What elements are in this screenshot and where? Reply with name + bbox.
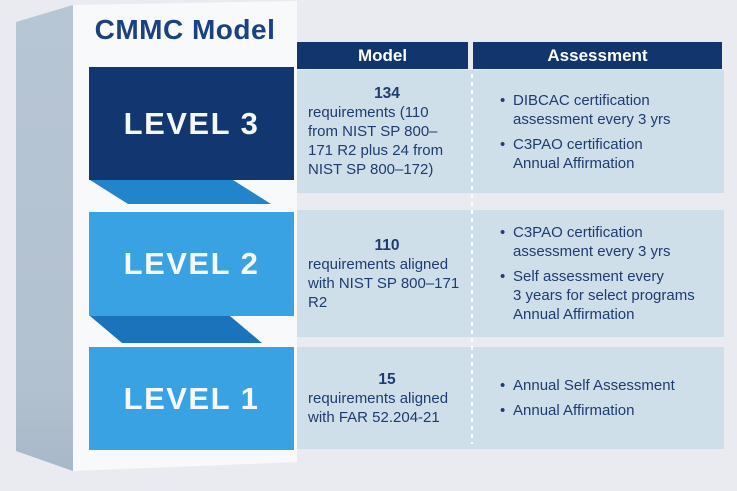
assessment-item-text: Annual Self Assessment [513, 377, 675, 394]
assessment-cell-level1: • Annual Self Assessment • Annual Affirm… [474, 347, 724, 449]
list-item: • Self assessment every 3 years for sele… [500, 267, 722, 324]
table-row-level3-background [297, 70, 724, 193]
assessment-item-text: Self assessment every 3 years for select… [513, 268, 695, 323]
model-requirements-description: requirements (110 from NIST SP 800– 171 … [308, 104, 444, 178]
bullet-icon: • [500, 402, 506, 419]
level-3-badge: LEVEL 3 [89, 67, 294, 180]
slab-side-face [16, 5, 73, 471]
bullet-icon: • [500, 91, 506, 109]
bullet-icon: • [500, 224, 506, 241]
column-header-model-label: Model [357, 45, 408, 65]
column-header-model: Model [297, 42, 468, 69]
ribbon-fold-level3-level2 [90, 180, 271, 204]
list-item: • C3PAO certification assessment every 3… [500, 223, 722, 261]
model-cell-level2: 110 requirements aligned with NIST SP 80… [297, 210, 468, 337]
model-requirements-description: requirements aligned with FAR 52.204-21 [308, 389, 449, 426]
assessment-item-text: C3PAO certification Annual Affirmation [513, 135, 643, 172]
model-cell-level1: 15 requirements aligned with FAR 52.204-… [297, 347, 468, 449]
list-item: • DIBCAC certification assessment every … [500, 91, 722, 129]
column-header-assessment-label: Assessment [547, 45, 648, 65]
assessment-item-text: Annual Affirmation [513, 402, 635, 419]
bullet-icon: • [500, 268, 506, 285]
model-requirements-count: 110 [374, 236, 400, 254]
bullet-icon: • [500, 377, 506, 394]
page-title: CMMC Model [94, 14, 276, 45]
model-requirements-count: 134 [374, 85, 400, 102]
model-requirements-description: requirements aligned with NIST SP 800–17… [308, 255, 460, 311]
list-item: • Annual Self Assessment [500, 376, 722, 395]
column-header-assessment: Assessment [473, 42, 722, 69]
bullet-icon: • [500, 135, 506, 153]
table-row-level2-background [297, 210, 724, 337]
assessment-cell-level2: • C3PAO certification assessment every 3… [474, 210, 724, 337]
level-3-label: LEVEL 3 [123, 105, 260, 141]
level-2-badge: LEVEL 2 [89, 212, 294, 316]
level-2-label: LEVEL 2 [123, 246, 260, 281]
assessment-item-text: C3PAO certification assessment every 3 y… [513, 224, 671, 260]
table-row-level1-background [297, 347, 724, 449]
list-item: • Annual Affirmation [500, 401, 722, 420]
list-item: • C3PAO certification Annual Affirmation [500, 135, 722, 173]
ribbon-fold-level2-level1 [90, 316, 262, 343]
assessment-item-text: DIBCAC certification assessment every 3 … [513, 91, 671, 128]
model-requirements-count: 15 [378, 370, 396, 388]
level-1-badge: LEVEL 1 [89, 347, 294, 450]
level-1-label: LEVEL 1 [123, 380, 260, 416]
column-divider-dashed [471, 74, 473, 444]
model-cell-level3: 134 requirements (110 from NIST SP 800– … [297, 70, 468, 193]
assessment-cell-level3: • DIBCAC certification assessment every … [474, 70, 724, 193]
